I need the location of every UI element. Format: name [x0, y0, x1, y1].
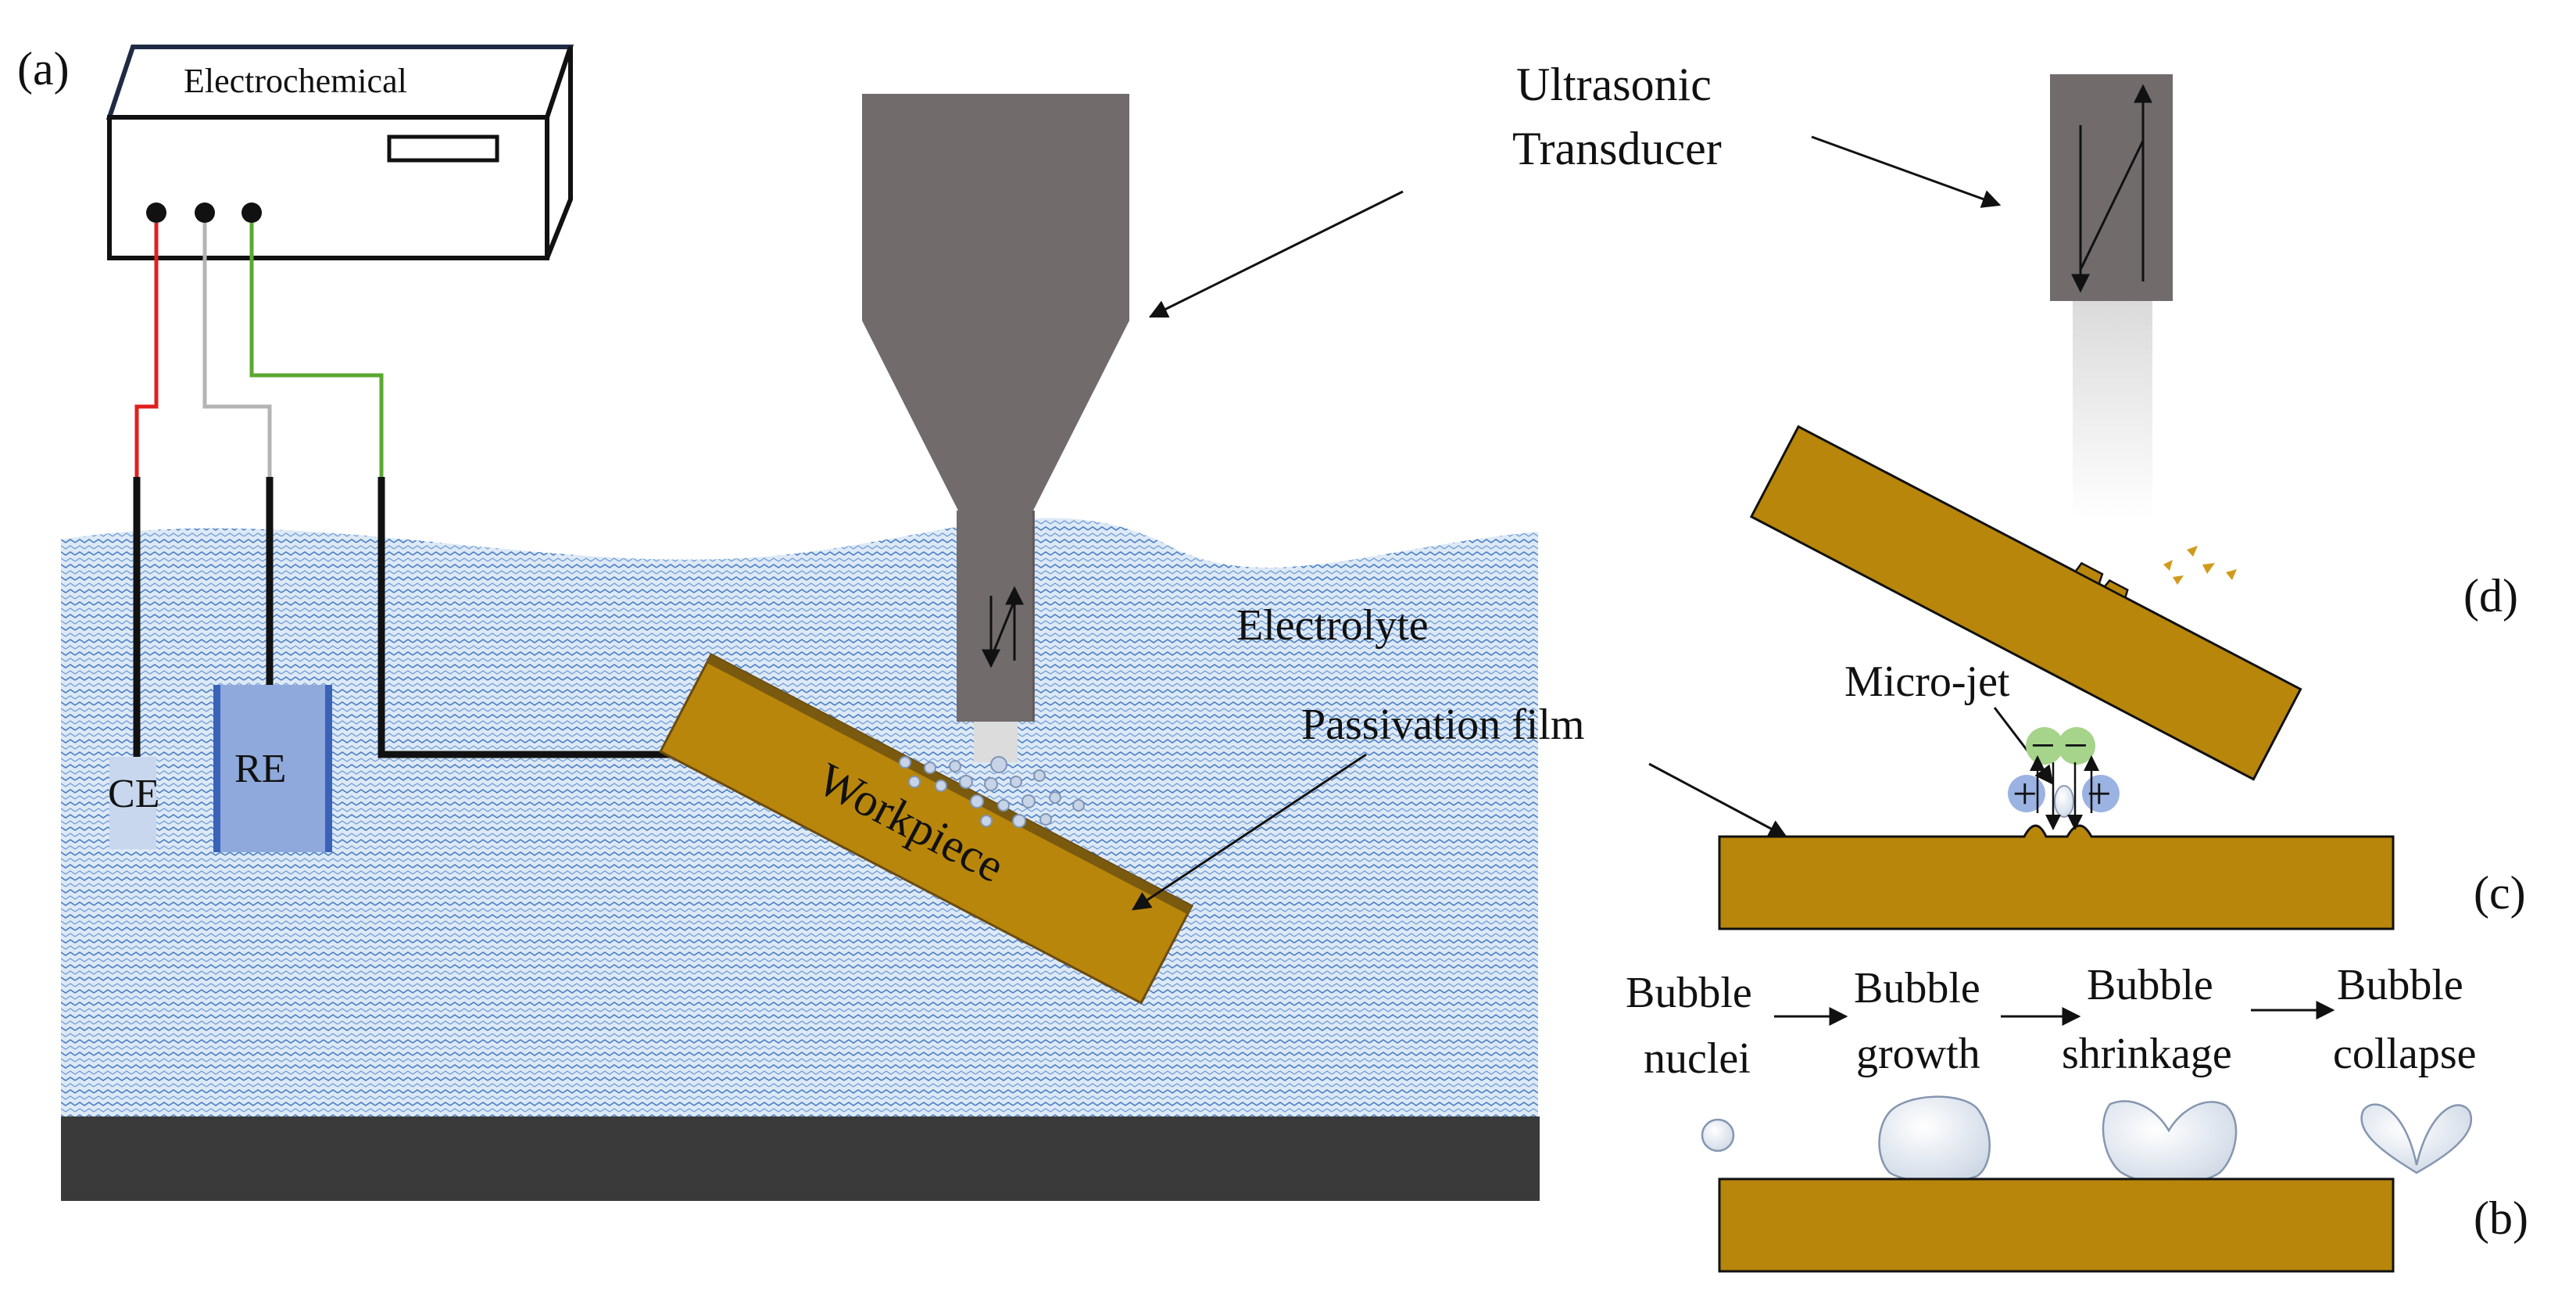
- stage-4-line2: collapse: [2333, 1030, 2476, 1078]
- bubble-nuclei-icon: [1701, 1118, 1735, 1152]
- ion-minus-2: −: [2063, 722, 2088, 770]
- panel-label-c: (c): [2474, 867, 2526, 919]
- panel-label-d: (d): [2463, 570, 2518, 622]
- stage-2-line1: Bubble: [1854, 964, 1980, 1012]
- bubble-collapse-icon: [2360, 1103, 2473, 1174]
- lead-wires: [133, 223, 680, 758]
- re-label: RE: [234, 747, 286, 791]
- ion-plus-2: +: [2087, 770, 2112, 819]
- panel-label-a: (a): [17, 43, 70, 95]
- stage-1-line1: Bubble: [1626, 969, 1752, 1017]
- passivation-pointer: [1132, 753, 1367, 911]
- bubble-growth-icon: [1878, 1095, 1991, 1184]
- collapsing-bubble-icon: [2054, 785, 2074, 818]
- workpiece-c: [1718, 824, 2395, 930]
- instrument-label: Electrochemical: [184, 62, 407, 100]
- stage-2-line2: growth: [1856, 1030, 1980, 1078]
- terminal-re-icon: [195, 202, 215, 223]
- ion-minus-1: −: [2030, 722, 2055, 770]
- ultrasonic-transducer-d: [2050, 74, 2173, 520]
- workpiece-b: [1718, 1177, 2395, 1273]
- ultrasonic-label-line1: Ultrasonic: [1516, 59, 1712, 110]
- micro-jet-label: Micro-jet: [1844, 658, 2010, 706]
- transducer-pointer-a: [1148, 190, 1404, 318]
- cavitation-bubbles-a: [899, 756, 1085, 828]
- ultrasonic-transducer-a: [862, 94, 1129, 762]
- ce-label: CE: [108, 772, 159, 816]
- stage-3-line2: shrinkage: [2062, 1030, 2232, 1078]
- removed-film-particles: [2163, 546, 2237, 585]
- transducer-pointer-d: [1811, 135, 2002, 208]
- terminal-ce-icon: [146, 202, 166, 223]
- panel-label-b: (b): [2474, 1192, 2528, 1244]
- display-slot-icon: [387, 134, 499, 163]
- reference-electrode: [213, 685, 332, 852]
- bubble-stage-labels: Bubble nuclei Bubble growth Bubble shrin…: [1626, 961, 2476, 1083]
- stage-arrows: [1774, 1001, 2335, 1026]
- ion-cluster: − − + +: [2008, 722, 2120, 830]
- stage-4-line1: Bubble: [2337, 961, 2463, 1009]
- bubble-shrinkage-icon: [2102, 1100, 2238, 1185]
- bubble-shapes: [1701, 1095, 2473, 1185]
- vibration-icon: [989, 596, 1016, 661]
- passivation-layer-a: [707, 654, 1192, 915]
- counter-electrode: [109, 757, 156, 849]
- ultrasonic-label-line2: Transducer: [1512, 123, 1722, 174]
- terminal-we-icon: [242, 202, 262, 223]
- workpiece-d: [1749, 425, 2302, 781]
- electrochemical-workstation: [106, 45, 574, 260]
- electrolyte-label: Electrolyte: [1236, 601, 1429, 650]
- passivation-film-label: Passivation film: [1301, 701, 1584, 749]
- vibration-icon-d: [2079, 125, 2145, 281]
- stage-1-line2: nuclei: [1644, 1034, 1751, 1083]
- tank-base: [61, 1116, 1540, 1201]
- passivation-pointer-c: [1648, 762, 1788, 838]
- stage-3-line1: Bubble: [2087, 961, 2213, 1009]
- ion-plus-1: +: [2012, 770, 2038, 819]
